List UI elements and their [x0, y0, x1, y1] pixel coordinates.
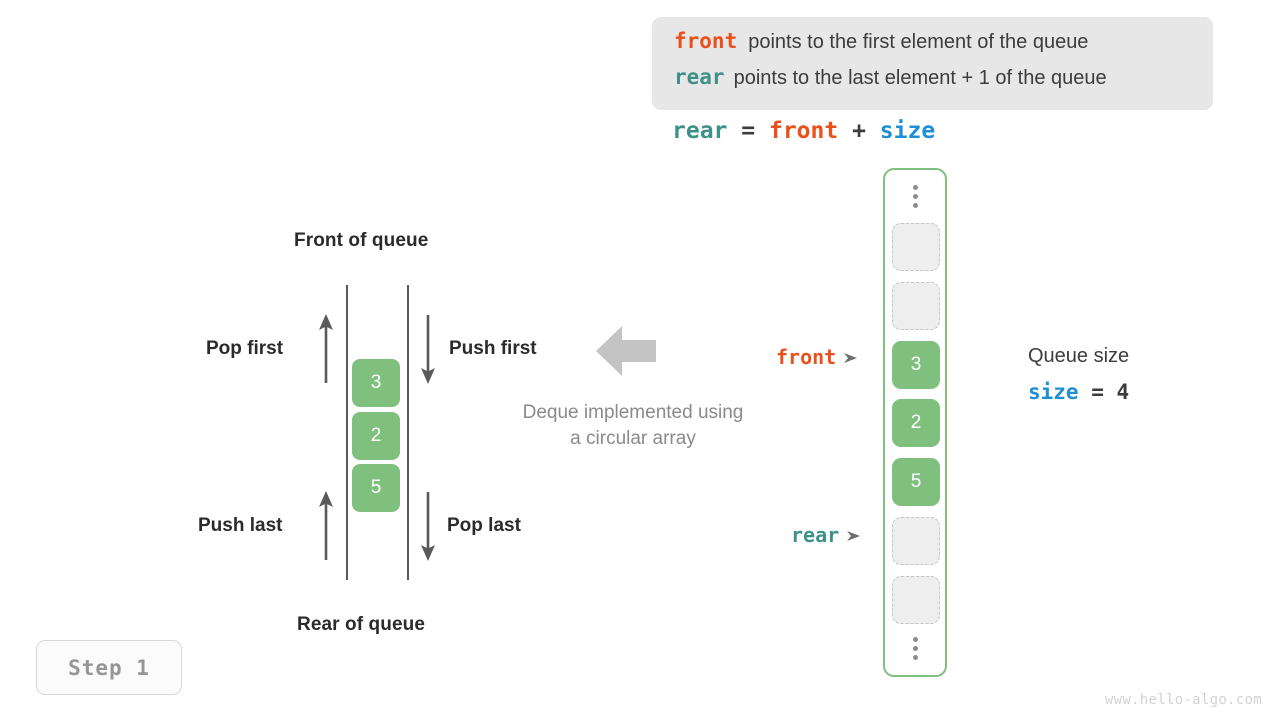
array-slot-empty: [892, 517, 940, 565]
rear-formula: rear = front + size: [672, 118, 935, 144]
rear-pointer-label: rear: [791, 523, 862, 547]
pointer-arrow-icon: [846, 523, 862, 547]
front-keyword: front: [674, 29, 738, 53]
size-equals: =: [1091, 380, 1104, 404]
ellipsis-dots-icon: [885, 174, 945, 219]
array-slot-filled: 3: [892, 341, 940, 389]
array-slot-filled: 5: [892, 458, 940, 506]
array-slot-empty: [892, 282, 940, 330]
pointer-definitions-box: front points to the first element of the…: [652, 17, 1213, 110]
queue-size-expression: size = 4: [1028, 380, 1129, 404]
rear-definition-text: points to the last element + 1 of the qu…: [733, 67, 1107, 89]
push-last-label: Push last: [198, 515, 283, 536]
deque-cell: 5: [352, 464, 400, 512]
front-of-queue-label: Front of queue: [294, 230, 429, 251]
front-definition-line: front points to the first element of the…: [674, 29, 1193, 65]
rear-of-queue-label: Rear of queue: [297, 614, 425, 635]
arrow-left-block-icon: [596, 326, 656, 376]
deque-rail-left: [346, 285, 348, 580]
formula-equals: =: [741, 118, 756, 144]
deque-cell: 3: [352, 359, 400, 407]
formula-rear-token: rear: [672, 118, 728, 144]
front-pointer-label: front: [776, 345, 859, 369]
pointer-arrow-icon: [843, 345, 859, 369]
watermark: www.hello-algo.com: [1104, 692, 1262, 708]
deque-cell: 2: [352, 412, 400, 460]
circular-array-container: 3 2 5: [883, 168, 947, 677]
rear-definition-line: rear points to the last element + 1 of t…: [674, 65, 1193, 101]
ellipsis-dots-icon: [885, 626, 945, 671]
rear-keyword: rear: [674, 65, 725, 89]
arrow-down-icon: [421, 315, 435, 384]
queue-size-title: Queue size: [1028, 345, 1130, 367]
deque-rail-right: [407, 285, 409, 580]
formula-plus: +: [852, 118, 866, 144]
step-badge: Step 1: [36, 640, 182, 695]
formula-size-token: size: [879, 118, 936, 144]
front-pointer-text: front: [776, 345, 837, 369]
pop-first-label: Pop first: [206, 338, 284, 359]
formula-front-token: front: [768, 118, 839, 144]
deque-caption-line-1: Deque implemented using: [522, 402, 744, 423]
pop-last-label: Pop last: [447, 515, 521, 536]
array-slot-empty: [892, 223, 940, 271]
deque-caption-line-2: a circular array: [570, 428, 696, 449]
arrow-up-icon: [319, 491, 333, 560]
array-slot-empty: [892, 576, 940, 624]
size-keyword: size: [1028, 380, 1079, 404]
arrow-up-icon: [319, 314, 333, 383]
deque-caption: Deque implemented using a circular array: [493, 400, 773, 452]
arrow-down-icon: [421, 492, 435, 561]
array-slot-filled: 2: [892, 399, 940, 447]
push-first-label: Push first: [449, 338, 537, 359]
front-definition-text: points to the first element of the queue: [748, 31, 1089, 53]
rear-pointer-text: rear: [791, 523, 840, 547]
size-value: 4: [1116, 380, 1130, 404]
